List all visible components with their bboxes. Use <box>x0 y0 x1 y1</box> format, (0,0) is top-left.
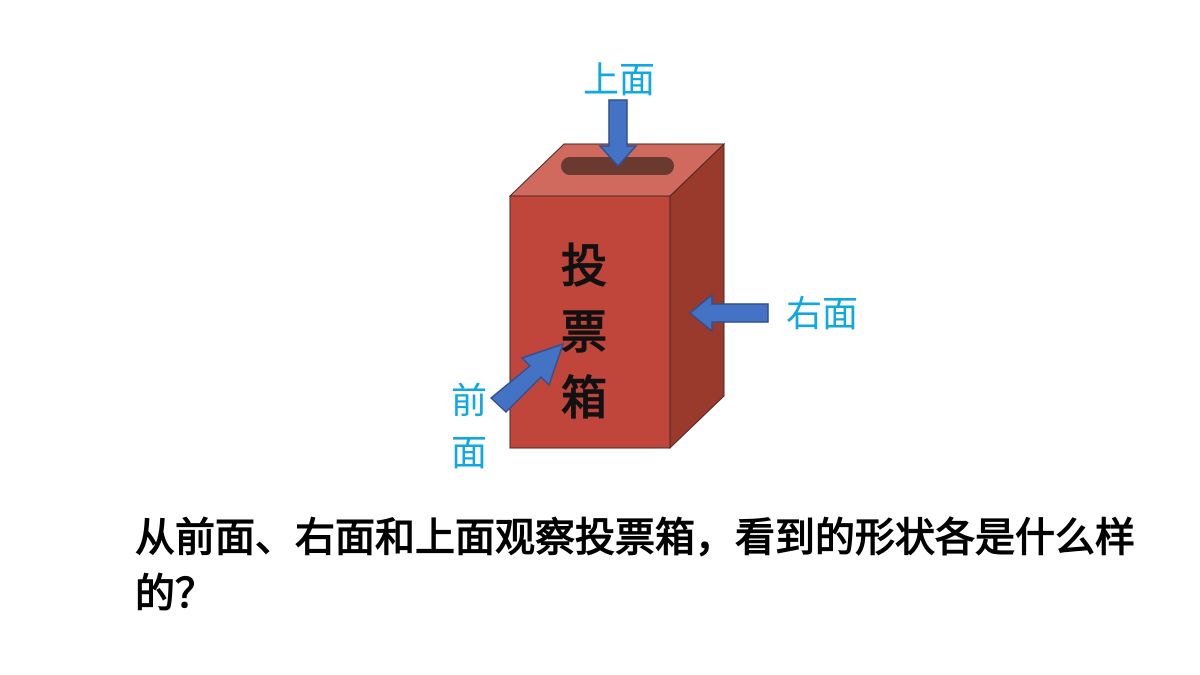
arrow-top-down <box>598 99 638 168</box>
box-label-char-1: 投 <box>561 239 607 293</box>
box-front-face <box>509 195 671 449</box>
label-front-view-line-2: 面 <box>451 433 487 474</box>
question-text: 从前面、右面和上面观察投票箱，看到的形状各是什么样的？ <box>135 515 1135 617</box>
arrow-right-left <box>688 293 769 333</box>
label-front-view-line-1: 前 <box>451 381 487 422</box>
box-label-char-3: 箱 <box>561 371 607 425</box>
label-top-view: 上面 <box>583 60 655 101</box>
box-label-char-2: 票 <box>561 305 607 359</box>
arrow-front-diagonal <box>489 342 565 414</box>
label-right-view: 右面 <box>786 294 858 335</box>
box-right-face <box>669 142 725 450</box>
